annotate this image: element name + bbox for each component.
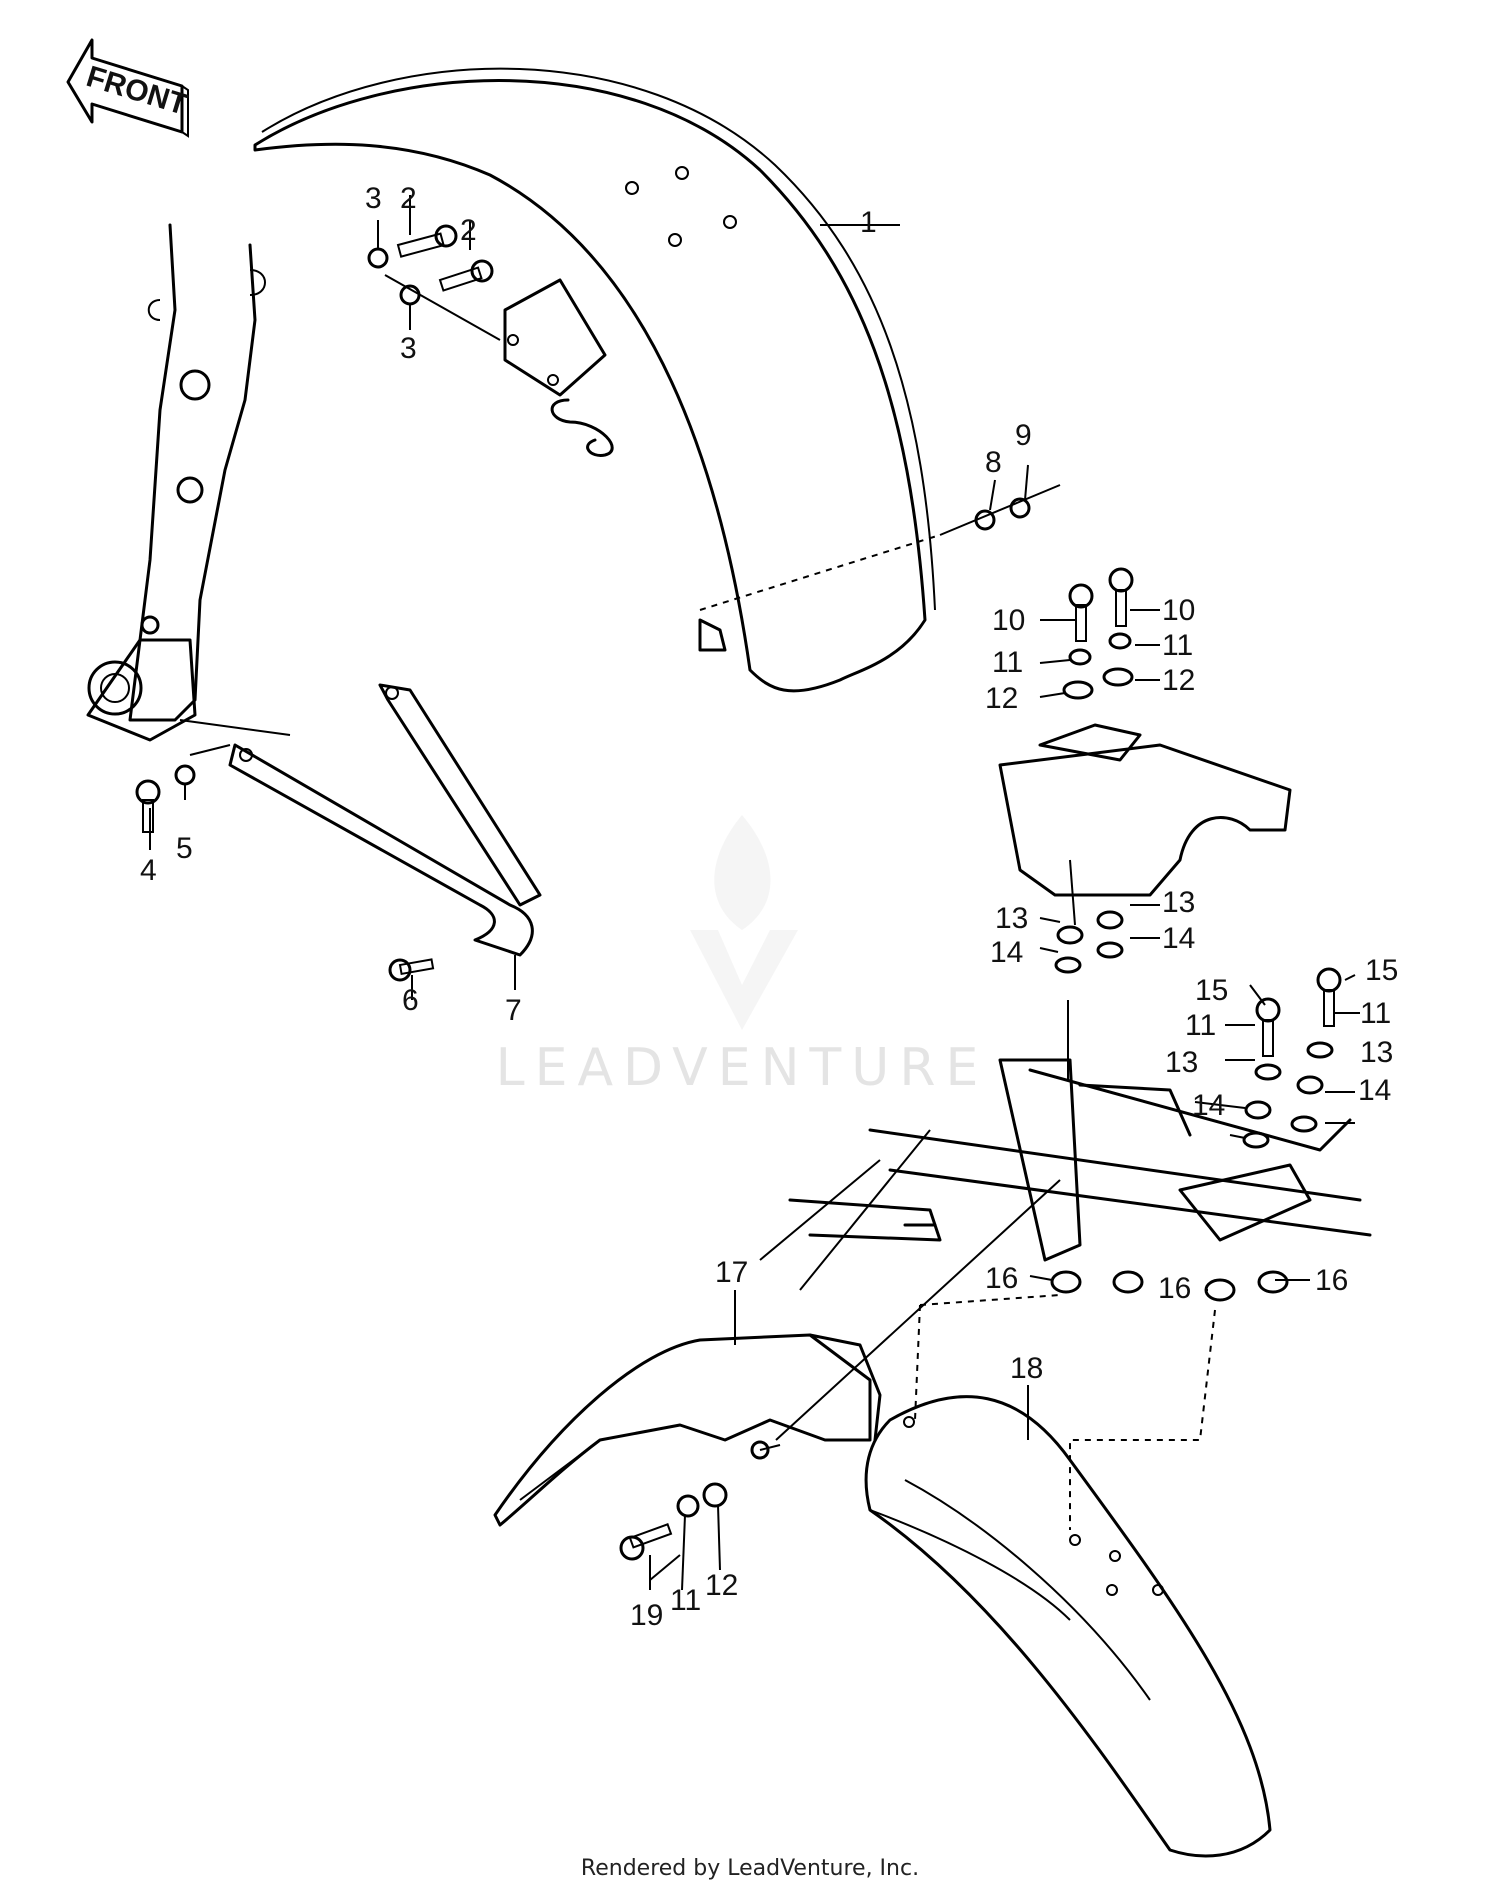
bolt-6 [388,958,435,982]
callout-5: 5 [176,832,193,865]
front-direction-arrow: FRONT [66,38,191,138]
rear-frame [759,1058,1372,1291]
bolt-15-right [1316,967,1342,1027]
callout-13: 13 [1162,886,1195,919]
callout-9: 9 [1015,419,1032,452]
bolt-19 [619,1523,673,1561]
callout-11: 11 [1162,629,1193,662]
callout-18: 18 [1010,1352,1043,1385]
callout-19: 19 [630,1599,663,1632]
callout-13: 13 [1360,1036,1393,1069]
callout-16: 16 [1315,1264,1348,1297]
callout-11: 11 [670,1584,701,1617]
callout-12: 12 [1162,664,1195,697]
tail-cover [998,723,1292,897]
washer-3-upper [367,247,389,269]
bolt-10-left [1068,583,1094,642]
washer-11-rear [676,1494,700,1518]
callout-10: 10 [1162,594,1195,627]
callout-2: 2 [460,214,477,247]
watermark-text: LEADVENTURE [496,1038,989,1098]
callout-16: 16 [1158,1272,1191,1305]
callout-13: 13 [995,902,1028,935]
bolt-2-lower [438,259,494,292]
callout-12: 12 [985,682,1018,715]
washer-5 [174,764,196,786]
callout-8: 8 [985,446,1002,479]
callout-15: 15 [1195,974,1228,1007]
bolt-10-right [1108,567,1134,627]
callout-11: 11 [1360,997,1391,1030]
callout-3: 3 [400,332,417,365]
bolt-4 [135,779,161,833]
callout-10: 10 [992,604,1025,637]
bolt-2-upper [396,224,458,258]
fender-brace [228,683,542,957]
front-fender [253,67,936,693]
bolt-15-left [1255,997,1281,1057]
rear-fender-front-section [493,1333,882,1527]
callout-11: 11 [1185,1009,1216,1042]
leader-lines [149,195,1360,1591]
callout-4: 4 [140,854,157,887]
front-fender-bracket [503,278,727,652]
callout-7: 7 [505,994,522,1027]
callout-12: 12 [705,1569,738,1602]
callout-16: 16 [985,1262,1018,1295]
front-fork [86,223,266,742]
rear-fender [864,1395,1272,1858]
callout-2: 2 [400,182,417,215]
callout-14: 14 [1162,922,1195,955]
watermark-logo [690,815,798,1030]
callout-14: 14 [1192,1089,1225,1122]
nut-9 [1009,497,1031,519]
hardware [135,224,1342,1561]
callout-6: 6 [402,984,419,1017]
footer-credit: Rendered by LeadVenture, Inc. [580,1856,920,1881]
callout-13: 13 [1165,1046,1198,1079]
callouts: 1 2 2 3 3 4 5 6 7 8 9 10 10 11 11 12 12 … [140,182,1398,1632]
callout-17: 17 [715,1256,748,1289]
callout-14: 14 [990,936,1023,969]
callout-14: 14 [1358,1074,1391,1107]
callout-11: 11 [992,646,1023,679]
callout-3: 3 [365,182,382,215]
callout-15: 15 [1365,954,1398,987]
callout-1: 1 [860,206,877,239]
washer-12-rear [702,1482,728,1508]
